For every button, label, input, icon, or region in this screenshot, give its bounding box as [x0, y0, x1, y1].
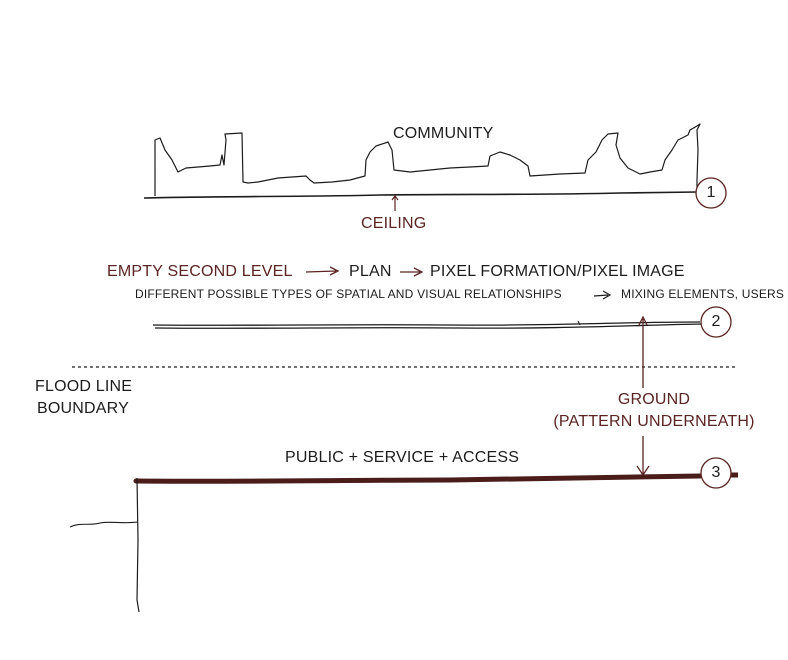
subflow-mixing: MIXING ELEMENTS, USERS [621, 287, 785, 301]
flow-arrow-icon [593, 290, 612, 300]
ceiling-label: CEILING [361, 215, 427, 232]
flow-plan: PLAN [349, 263, 392, 280]
ground-level-line [133, 473, 703, 484]
level-3-marker: 3 [711, 464, 721, 481]
community-title: COMMUNITY [393, 125, 494, 142]
ceiling-line [143, 191, 698, 199]
basement-ground [69, 521, 139, 528]
flow-arrow-icon [400, 267, 424, 277]
boundary-label: BOUNDARY [37, 400, 129, 417]
level-2-marker: 2 [711, 313, 721, 330]
flood-line-label: FLOOD LINE [35, 378, 133, 395]
second-level-tick [577, 320, 581, 326]
ground-label: GROUND [617, 391, 691, 408]
second-level-line [152, 321, 703, 329]
flow-empty-second-level: EMPTY SECOND LEVEL [107, 263, 293, 280]
level-2-marker-circle [700, 306, 732, 338]
ground-span-arrow [636, 315, 650, 477]
community-skyline [154, 123, 701, 196]
subflow-relationships: DIFFERENT POSSIBLE TYPES OF SPATIAL AND … [135, 287, 562, 301]
flow-arrow-icon [305, 266, 340, 276]
level-1-marker-circle [695, 177, 727, 209]
pattern-underneath-label: (PATTERN UNDERNEATH) [553, 413, 755, 430]
level-1-marker: 1 [706, 184, 716, 201]
flow-pixel-formation: PIXEL FORMATION/PIXEL IMAGE [430, 263, 685, 280]
basement-wall [136, 477, 140, 613]
public-service-access-label: PUBLIC + SERVICE + ACCESS [285, 449, 520, 466]
level-3-marker-circle [700, 457, 732, 489]
ceiling-pointer [391, 195, 399, 211]
